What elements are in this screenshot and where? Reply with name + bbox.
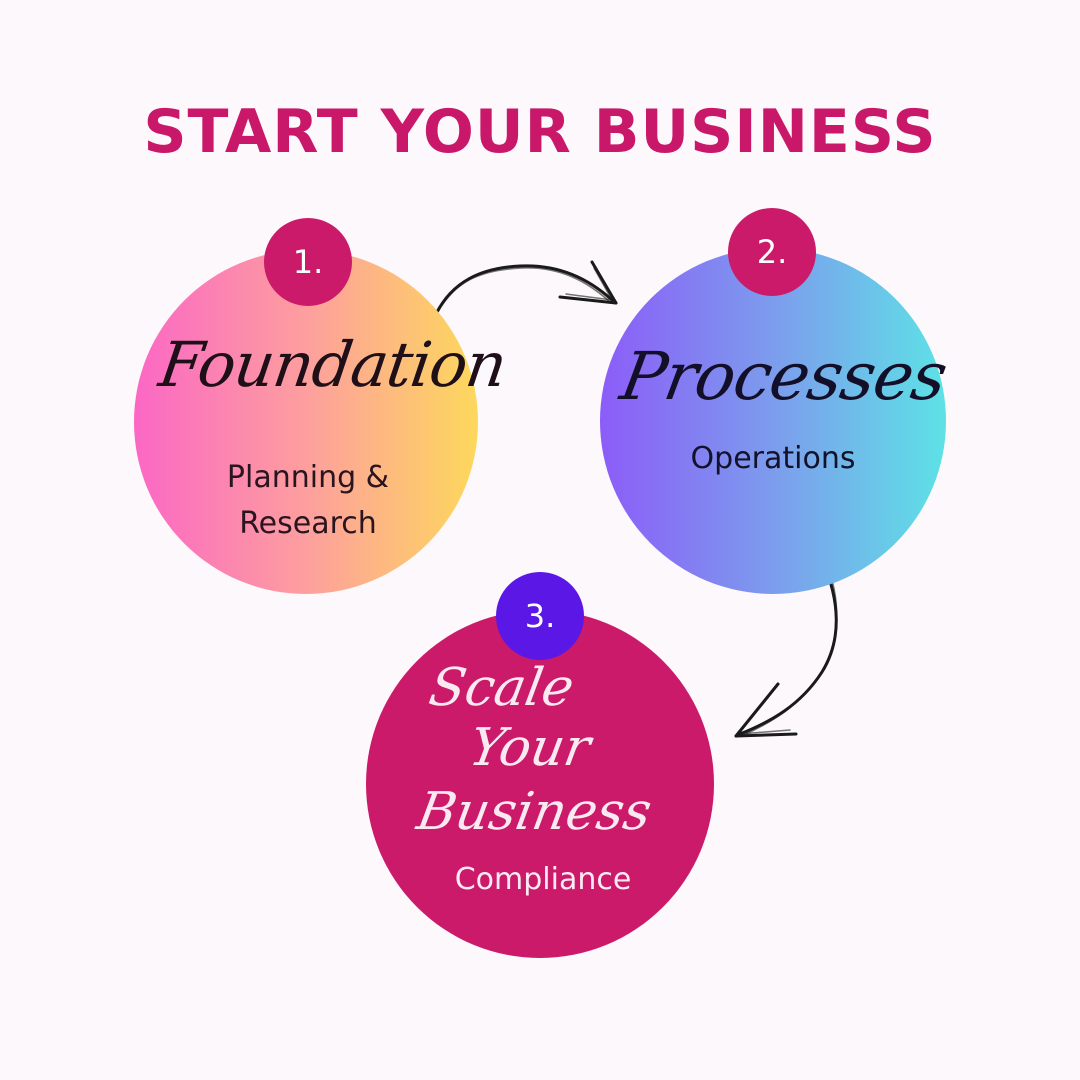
curved-arrow-icon [434, 260, 618, 316]
step-3-heading-line-3: Business [412, 782, 656, 842]
step-2-subtitle: Operations [690, 441, 856, 476]
step-2-heading: Processes [615, 338, 953, 415]
step-3-number-badge: 3. [496, 572, 584, 660]
step-1-number-badge: 1. [264, 218, 352, 306]
page-title: START YOUR BUSINESS [143, 97, 937, 167]
curved-arrow-icon [734, 558, 838, 738]
step-1-subtitle: Planning & Research [178, 455, 438, 547]
step-1-subtitle-line-2: Research [239, 506, 377, 541]
step-2-number-badge: 2. [728, 208, 816, 296]
step-2-circle [600, 248, 946, 594]
step-1-subtitle-line-1: Planning & [226, 460, 390, 495]
step-3-heading-line-2: Your [464, 718, 595, 778]
step-1-heading: Foundation [154, 328, 511, 401]
step-3-circle [366, 610, 714, 958]
step-3-subtitle: Compliance [454, 862, 632, 897]
step-3-heading-line-1: Scale [424, 658, 579, 718]
step-1-circle [134, 250, 478, 594]
